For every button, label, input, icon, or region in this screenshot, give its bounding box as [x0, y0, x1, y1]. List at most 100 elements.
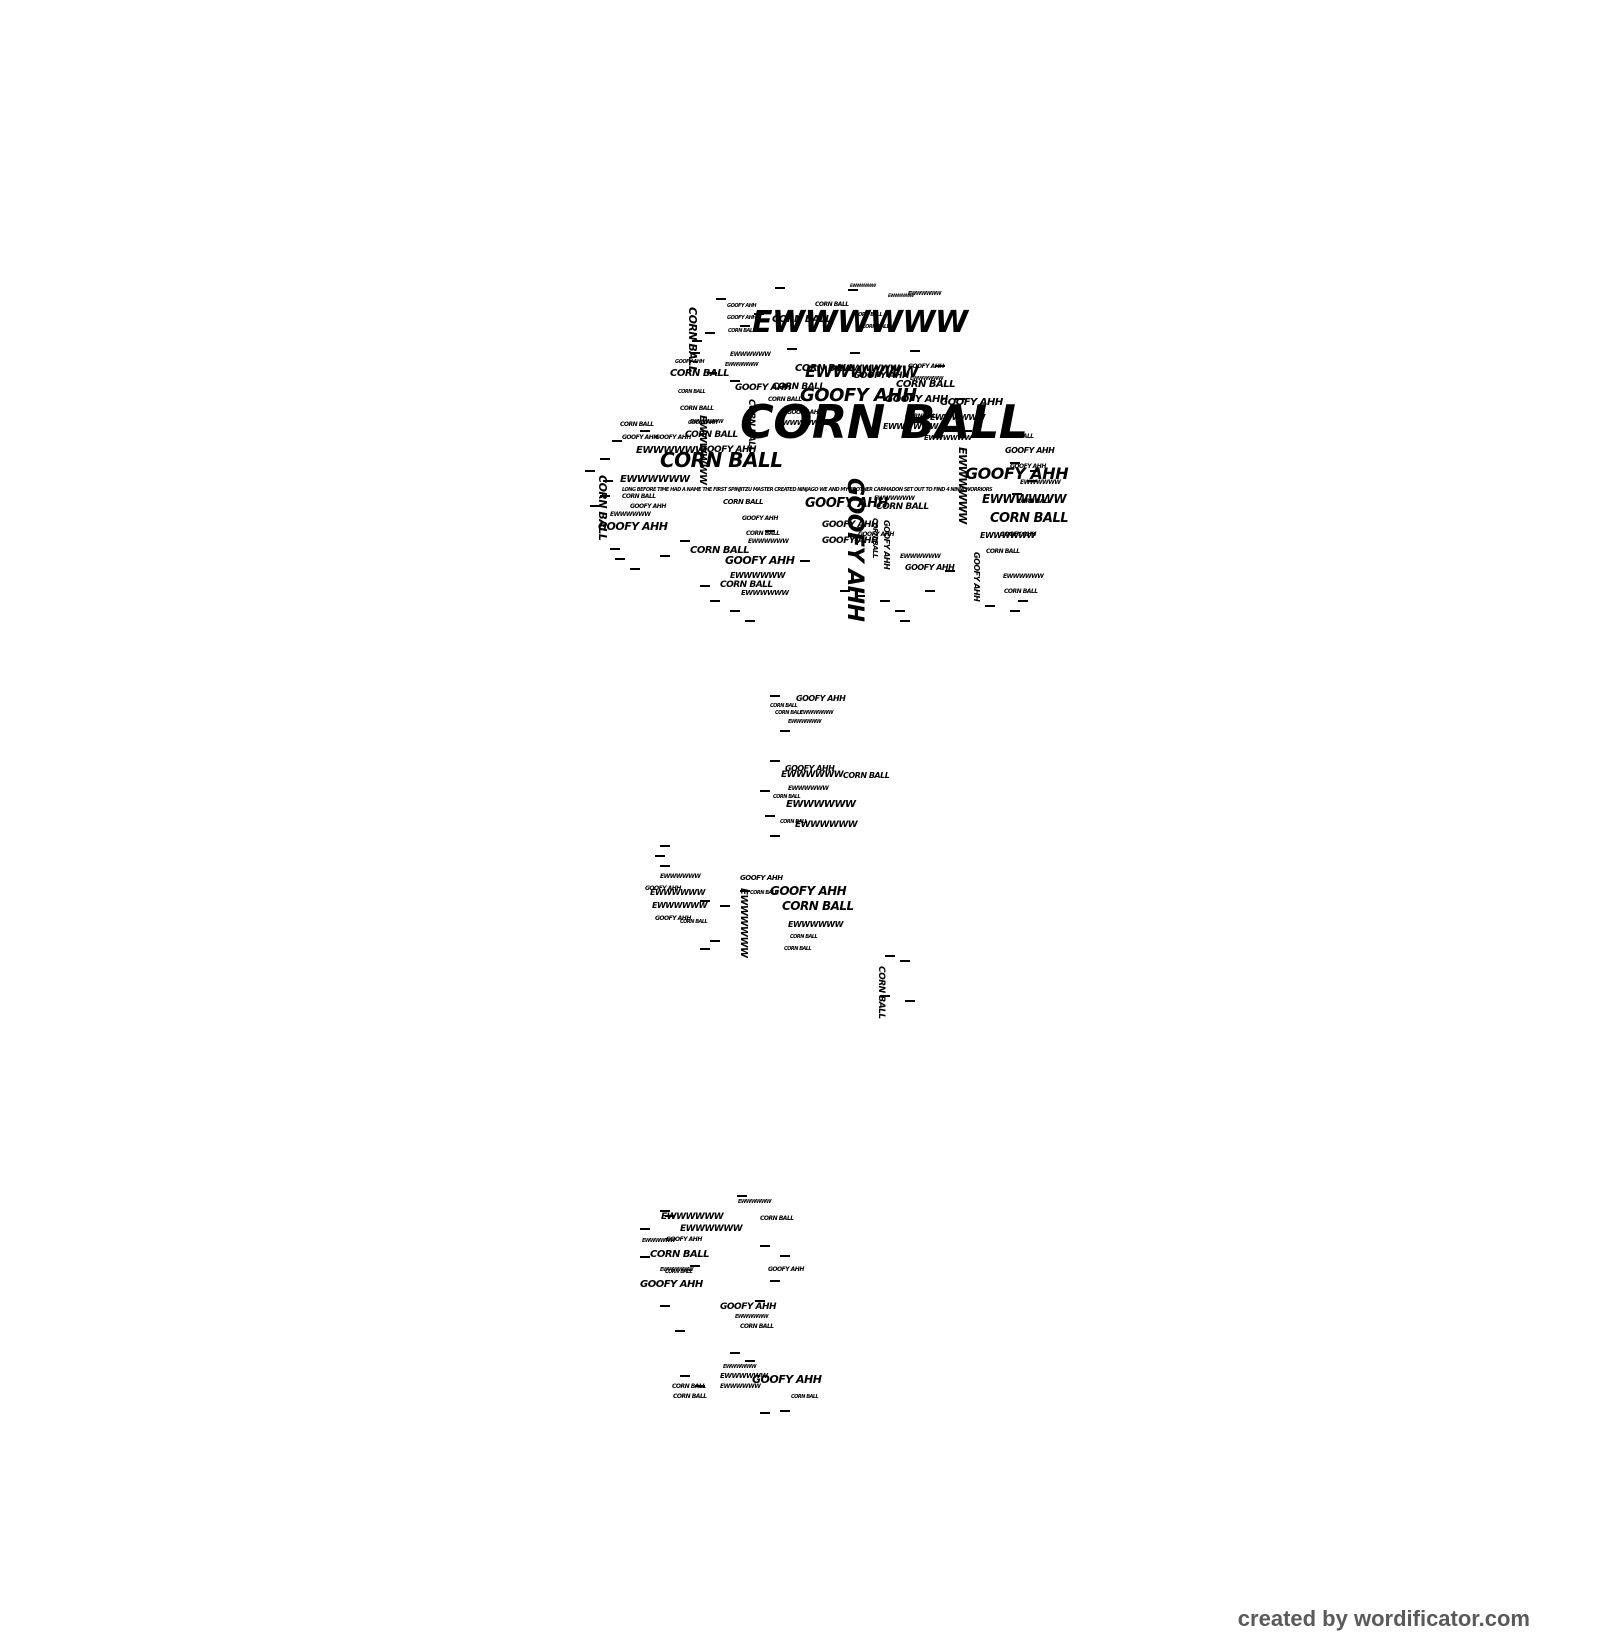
cloud-fragment [1027, 480, 1037, 482]
cloud-word: GOOFY AHH [720, 1302, 777, 1312]
cloud-word: EWWWWWW [723, 1364, 757, 1370]
cloud-word: GOOFY AHH [1005, 446, 1055, 455]
cloud-word: CORN BALL [678, 389, 706, 395]
cloud-word: EWWWWWW [738, 1199, 772, 1205]
cloud-fragment [770, 835, 780, 837]
cloud-word: EWWWWWW [786, 799, 856, 810]
cloud-fragment [770, 760, 780, 762]
cloud-word: CORN BALL [782, 899, 854, 913]
cloud-fragment [1010, 462, 1020, 464]
cloud-word: CORN BALL [622, 493, 656, 500]
cloud-word: GOOFY AHH [725, 554, 795, 567]
cloud-fragment [945, 570, 955, 572]
cloud-word: EWWWWWW [610, 511, 651, 518]
cloud-word: CORN BALL [672, 1383, 706, 1390]
cloud-fragment [760, 790, 770, 792]
cloud-fragment [900, 620, 910, 622]
cloud-fragment [665, 1215, 675, 1217]
cloud-fragment [603, 480, 613, 482]
cloud-fragment [730, 610, 740, 612]
cloud-fragment [885, 955, 895, 957]
cloud-word: EWWWWWW [730, 351, 771, 358]
cloud-word: EWWWWWW [800, 710, 834, 716]
cloud-word: CORN BALL [772, 382, 825, 392]
cloud-word: EWWWWWW [738, 888, 749, 958]
cloud-word: EWWWWWW [795, 820, 858, 830]
cloud-word: EWWWWWW [908, 291, 942, 297]
cloud-word: EWWWWWW [781, 770, 844, 780]
cloud-fragment [855, 595, 865, 597]
cloud-word: GOOFY AHH [768, 1266, 804, 1273]
cloud-word: CORN BALL [720, 580, 773, 590]
cloud-word: GOOFY AHH [882, 520, 891, 570]
cloud-word: GOOFY AHH [770, 884, 847, 898]
cloud-word: EWWWWWW [661, 1212, 724, 1222]
cloud-word: EWWWWWW [697, 415, 708, 485]
cloud-word: GOOFY AHH [908, 363, 944, 370]
cloud-word: EWWWWWW [837, 364, 900, 374]
cloud-word: GOOFY AHH [885, 394, 948, 405]
cloud-word: CORN BALL [1000, 433, 1034, 440]
cloud-word: EWWWWWW [788, 719, 822, 725]
cloud-fragment [705, 332, 715, 334]
cloud-fragment [710, 600, 720, 602]
cloud-word: CORN BALL [791, 1394, 819, 1400]
cloud-fragment [700, 585, 710, 587]
cloud-fragment [740, 325, 750, 327]
cloud-word: CORN BALL [680, 405, 714, 412]
cloud-fragment [610, 548, 620, 550]
cloud-word: GOOFY AHH [622, 434, 658, 441]
cloud-word: GOOFY AHH [630, 503, 666, 510]
cloud-fragment [590, 505, 600, 507]
cloud-word: EWWWWWW [652, 901, 707, 910]
cloud-word: GOOFY AHH [905, 563, 955, 572]
cloud-word: EWWWWWW [888, 293, 914, 298]
cloud-word: EWWWWWW [748, 538, 789, 545]
cloud-word: CORN BALL [665, 1269, 693, 1275]
cloud-fragment [1018, 600, 1028, 602]
cloud-word: GOOFY AHH [598, 520, 668, 533]
cloud-word: CORN BALL [815, 301, 849, 308]
cloud-fragment [1030, 470, 1040, 472]
cloud-word: CORN BALL [784, 946, 812, 952]
cloud-fragment [680, 1375, 690, 1377]
cloud-word: EWWWWWW [788, 920, 843, 929]
cloud-word: GOOFY AHH [800, 385, 917, 406]
cloud-word: CORN BALL [876, 966, 886, 1019]
cloud-fragment [925, 590, 935, 592]
cloud-word: EWWWWWW [620, 474, 690, 485]
cloud-word: GOOFY AHH [688, 420, 718, 426]
cloud-fragment [848, 289, 858, 291]
cloud-fragment [640, 430, 650, 432]
cloud-fragment [660, 1210, 670, 1212]
cloud-fragment [955, 398, 965, 400]
cloud-word: CORN BALL [862, 324, 890, 330]
cloud-fragment [780, 730, 790, 732]
cloud-fragment [780, 1255, 790, 1257]
cloud-word: CORN BALL [760, 1215, 794, 1222]
cloud-word: GOOFY AHH [727, 303, 757, 309]
cloud-word: CORN BALL [680, 919, 708, 925]
cloud-word: GOOFY AHH [742, 515, 778, 522]
cloud-word: EWWWWWW [1020, 479, 1061, 486]
cloud-word: EWWWWWW [730, 571, 785, 580]
cloud-fragment [900, 960, 910, 962]
cloud-word: CORN BALL [772, 314, 832, 325]
cloud-fragment [680, 540, 690, 542]
cloud-fragment [720, 905, 730, 907]
cloud-word: GOOFY AHH [735, 383, 792, 393]
cloud-word: EWWWWWW [1003, 573, 1044, 580]
cloud-word: CORN BALL [690, 545, 750, 556]
cloud-word: CORN BALL [795, 363, 855, 374]
cloud-fragment [600, 495, 610, 497]
cloud-word: CORN BALL [740, 1323, 774, 1330]
cloud-word: CORN BALL [843, 771, 890, 780]
cloud-word: EWWWWWW [735, 1314, 769, 1320]
cloud-fragment [640, 1228, 650, 1230]
cloud-word: EWWWWWW [910, 376, 944, 382]
cloud-fragment [850, 352, 860, 354]
cloud-word: CORN BALL [990, 511, 1069, 526]
cloud-word: CORN BALL [896, 379, 956, 390]
cloud-fragment [770, 1280, 780, 1282]
cloud-fragment [780, 1410, 790, 1412]
